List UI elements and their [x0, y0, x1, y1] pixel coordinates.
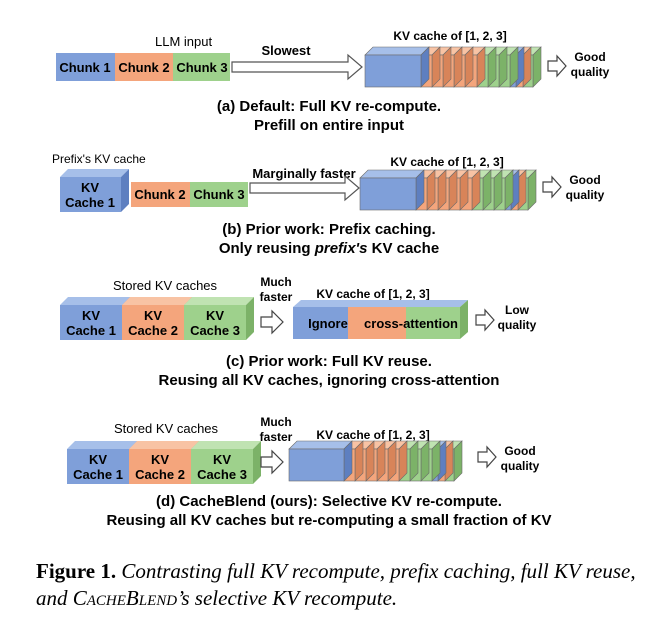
- kv-cache-label: KV cache of [1, 2, 3]: [393, 29, 506, 43]
- quality-label-line1: Good: [574, 50, 605, 64]
- process-arrow: [260, 309, 284, 335]
- figure-caption: Figure 1. Contrasting full KV recompute,…: [36, 558, 636, 612]
- quality-label-line1: Good: [569, 173, 600, 187]
- cross-attention-label: cross-attention: [364, 316, 458, 331]
- cache-2-label-line2: Cache 2: [135, 467, 185, 482]
- figure-caption-text-end: ’s selective KV recompute.: [177, 586, 398, 610]
- kv-cache-label: KV cache of [1, 2, 3]: [316, 428, 429, 442]
- cache-1-label-line1: KV: [81, 180, 99, 195]
- stored-kv-caches-label: Stored KV caches: [113, 278, 218, 293]
- chunk-1-block: [56, 53, 115, 81]
- quality-arrow-icon: [475, 308, 495, 332]
- cacheblend-diagram: LLM input Chunk 1 Chunk 2 Chunk 3 Slowes…: [52, 29, 610, 529]
- kv-slice-front: [359, 177, 417, 211]
- chunk-3-block: [173, 53, 230, 81]
- process-arrow: [260, 449, 284, 475]
- cache-3-label-line2: Cache 3: [197, 467, 247, 482]
- quality-label-line2: quality: [498, 318, 537, 332]
- kv-cache-3-cube: [184, 297, 254, 340]
- quality-arrow-icon: [477, 445, 497, 469]
- kv-cache-label: KV cache of [1, 2, 3]: [390, 155, 503, 169]
- cache-1-label-line2: Cache 1: [66, 323, 116, 338]
- cache-1-label-line1: KV: [82, 308, 100, 323]
- chunk-2-block: [115, 53, 173, 81]
- quality-label-line2: quality: [566, 188, 605, 202]
- quality-label-line2: quality: [501, 459, 540, 473]
- ignore-label: Ignore: [308, 316, 348, 331]
- chunk-3-block: [190, 182, 248, 207]
- caption-b-line2: Only reusing prefix's KV cache: [219, 240, 439, 257]
- kv-slice-top: [288, 440, 353, 450]
- caption-a-line2: Prefill on entire input: [254, 117, 404, 134]
- cache-1-label-line2: Cache 1: [73, 467, 123, 482]
- kv-slice-top: [359, 169, 425, 179]
- kv-slice-top: [364, 46, 430, 56]
- arrow-label-slowest: Slowest: [261, 43, 311, 58]
- arrow-label-faster: faster: [260, 430, 293, 444]
- kv-cache-1-cube: [60, 169, 129, 212]
- caption-b-line1: (b) Prior work: Prefix caching.: [222, 221, 435, 238]
- kv-cache-2-cube: [129, 441, 199, 484]
- figure-caption-text: Contrasting full KV recompute, prefix ca…: [36, 559, 636, 610]
- kv-cache-bar: [293, 300, 468, 339]
- quality-label-line1: Good: [504, 444, 535, 458]
- cache-3-label-line2: Cache 3: [190, 323, 240, 338]
- cache-1-label-line2: Cache 1: [65, 195, 115, 210]
- arrow-label-much: Much: [260, 275, 291, 289]
- kv-cache-block: [288, 440, 463, 482]
- cache-2-label-line1: KV: [151, 452, 169, 467]
- caption-d-line1: (d) CacheBlend (ours): Selective KV re-c…: [156, 493, 502, 510]
- panel-a: LLM input Chunk 1 Chunk 2 Chunk 3 Slowes…: [56, 29, 610, 134]
- arrow-label-marginally-faster: Marginally faster: [252, 166, 355, 181]
- panel-b: Prefix's KV cache KV Cache 1 Chunk 2 Chu…: [52, 152, 605, 257]
- cache-1-label-line1: KV: [89, 452, 107, 467]
- chunk-1-label: Chunk 1: [59, 60, 110, 75]
- kv-slice-front: [364, 54, 422, 88]
- kv-slice-front: [288, 448, 345, 482]
- caption-d-line2: Reusing all KV caches but re-computing a…: [106, 512, 551, 529]
- cache-2-label-line1: KV: [144, 308, 162, 323]
- kv-cache-label: KV cache of [1, 2, 3]: [316, 287, 429, 301]
- chunk-2-label: Chunk 2: [118, 60, 169, 75]
- llm-input-label: LLM input: [155, 34, 212, 49]
- kv-cache-2-cube: [122, 297, 192, 340]
- kv-cache-3-cube: [191, 441, 261, 484]
- cache-3-label-line1: KV: [213, 452, 231, 467]
- cache-2-label-line2: Cache 2: [128, 323, 178, 338]
- chunk-2-label: Chunk 2: [134, 187, 185, 202]
- quality-label-line1: Low: [505, 303, 530, 317]
- chunk-3-label: Chunk 3: [193, 187, 244, 202]
- prefix-kv-cache-label: Prefix's KV cache: [52, 152, 146, 166]
- caption-c-line1: (c) Prior work: Full KV reuse.: [226, 353, 432, 370]
- quality-label-line2: quality: [571, 65, 610, 79]
- quality-arrow-icon: [542, 175, 562, 199]
- cache-3-label-line1: KV: [206, 308, 224, 323]
- process-arrow: [231, 53, 363, 81]
- caption-a-line1: (a) Default: Full KV re-compute.: [217, 98, 441, 115]
- chunk-3-label: Chunk 3: [176, 60, 227, 75]
- process-arrow: [249, 174, 360, 202]
- chunk-2-block: [131, 182, 190, 207]
- kv-cache-block: [364, 46, 542, 88]
- kv-cache-block: [359, 169, 537, 211]
- arrow-label-much: Much: [260, 415, 291, 429]
- figure-number: Figure 1.: [36, 559, 117, 583]
- quality-arrow-icon: [547, 54, 567, 78]
- caption-c-line2: Reusing all KV caches, ignoring cross-at…: [159, 372, 500, 389]
- stored-kv-caches-label: Stored KV caches: [114, 421, 219, 436]
- arrow-label-faster: faster: [260, 290, 293, 304]
- figure-caption-name: CacheBlend: [72, 586, 178, 610]
